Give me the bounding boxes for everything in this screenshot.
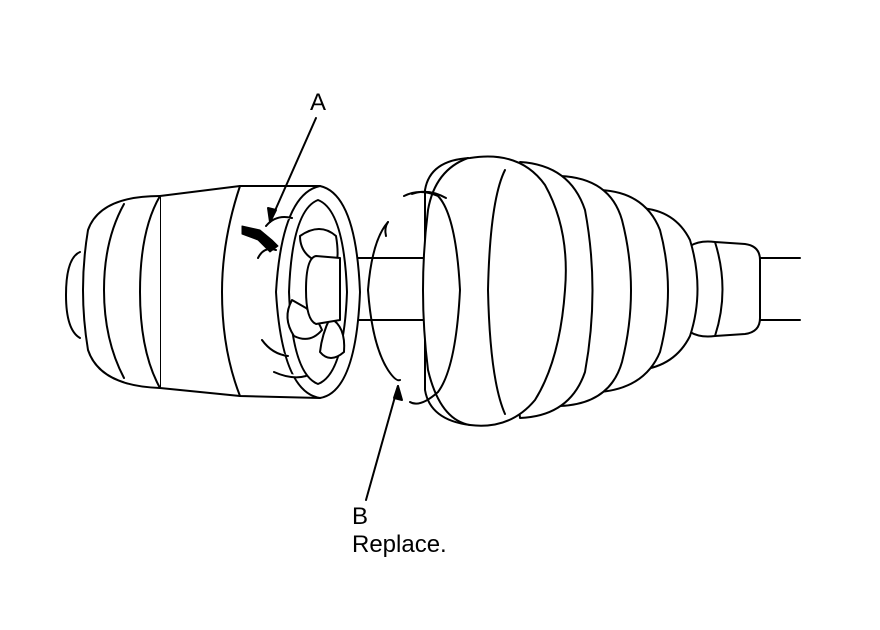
cv-joint-housing <box>65 185 361 399</box>
leader-lines <box>267 117 403 501</box>
cv-boot <box>422 155 761 427</box>
callout-b-note: Replace. <box>352 531 447 558</box>
boot-clamp-ring <box>403 190 461 405</box>
circlip-b <box>367 221 401 382</box>
callout-a-letter: A <box>310 89 327 116</box>
leader-line-a <box>269 117 317 223</box>
leader-arrow-a <box>267 207 277 223</box>
leader-arrow-b <box>393 385 403 401</box>
callout-b-letter: B <box>352 503 369 530</box>
leader-line-b <box>365 385 399 501</box>
alignment-mark-a <box>241 225 279 253</box>
